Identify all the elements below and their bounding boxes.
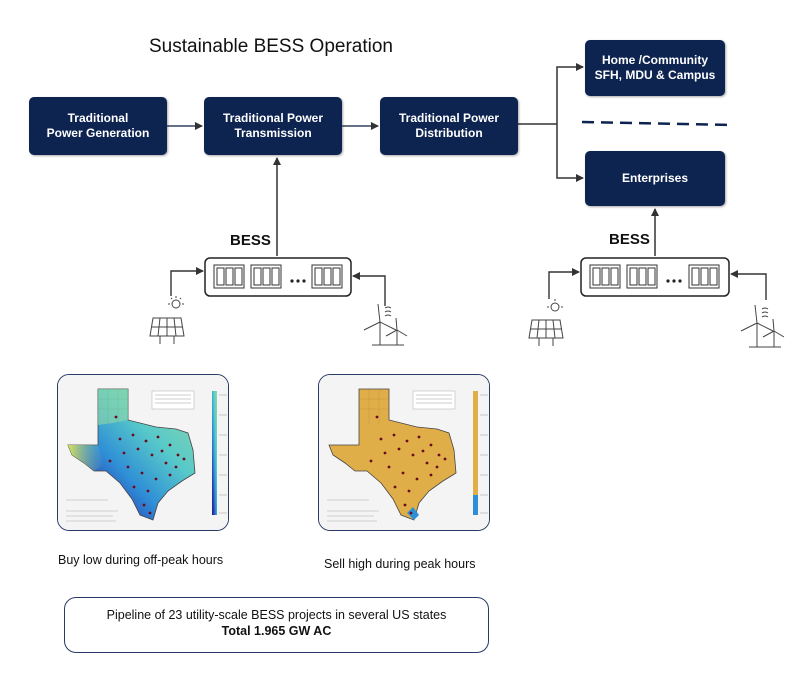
bess-site-dots xyxy=(369,415,447,515)
wind-turbine-icon xyxy=(363,303,408,346)
enterprises-box: Enterprises xyxy=(585,151,725,206)
pipeline-line-1: Pipeline of 23 utility-scale BESS projec… xyxy=(106,608,447,622)
box-line: Traditional Power xyxy=(398,111,500,125)
texas-map-peak-graphic xyxy=(319,375,489,530)
ellipsis-dots xyxy=(290,279,306,283)
texas-price-map-peak xyxy=(318,374,490,531)
battery-bank-right xyxy=(580,257,730,297)
wind-turbine-icon xyxy=(740,304,785,348)
pipeline-summary-box: Pipeline of 23 utility-scale BESS projec… xyxy=(64,597,489,653)
texas-map-offpeak-graphic xyxy=(58,375,228,530)
bess-site-dots xyxy=(108,415,186,515)
ellipsis-dots xyxy=(666,279,682,283)
diagram-title: Sustainable BESS Operation xyxy=(149,36,393,57)
bess-label-left: BESS xyxy=(230,232,271,249)
distribution-branch-arrows xyxy=(518,63,584,182)
source-arrows xyxy=(170,267,767,306)
caption-sell-high: Sell high during peak hours xyxy=(324,557,476,571)
box-line: Transmission xyxy=(234,126,312,140)
caption-buy-low: Buy low during off-peak hours xyxy=(58,553,224,567)
box-line: Distribution xyxy=(415,126,483,140)
box-line: Enterprises xyxy=(621,171,689,185)
battery-icon xyxy=(589,264,621,289)
texas-price-map-offpeak xyxy=(57,374,229,531)
battery-bank-left xyxy=(204,257,352,297)
battery-icon xyxy=(626,264,658,289)
dashed-separator xyxy=(581,120,733,127)
solar-panel-icon xyxy=(149,296,185,344)
box-line: Traditional Power xyxy=(222,111,324,125)
solar-panel-icon xyxy=(528,299,564,346)
box-line: SFH, MDU & Campus xyxy=(594,68,716,82)
battery-icon xyxy=(688,264,720,289)
battery-icon xyxy=(311,264,343,289)
color-legend xyxy=(212,391,227,515)
box-line: Traditional xyxy=(67,111,129,125)
battery-icon xyxy=(250,264,282,289)
battery-icon xyxy=(213,264,245,289)
texas-shape xyxy=(328,388,457,521)
color-legend xyxy=(473,391,488,515)
box-line: Power Generation xyxy=(46,126,150,140)
box-line: Home /Community xyxy=(601,53,708,67)
pipeline-line-2: Total 1.965 GW AC xyxy=(221,624,332,638)
bess-label-right: BESS xyxy=(609,231,650,248)
